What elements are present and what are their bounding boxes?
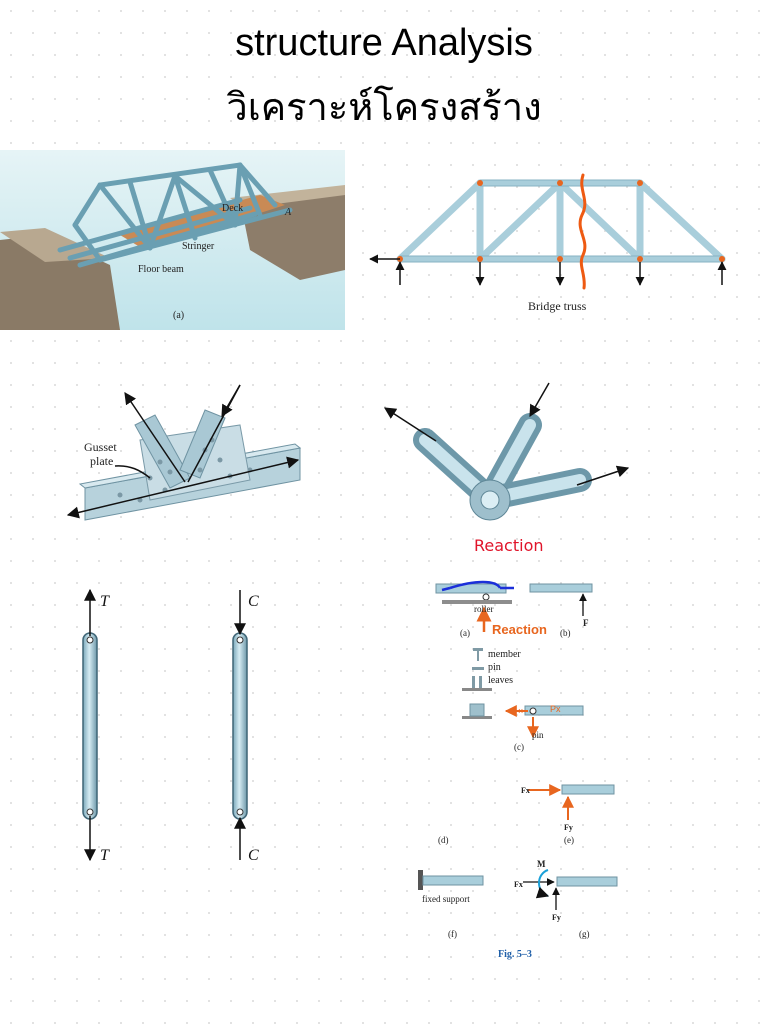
page-subtitle-thai: วิเคราะห์โครงสร้าง — [226, 85, 542, 129]
fixed-support-label: fixed support — [422, 894, 470, 904]
caption-e-support: (e) — [564, 835, 574, 845]
caption-d-support: (d) — [438, 835, 449, 845]
figure-number: Fig. 5–3 — [498, 949, 532, 960]
page-title: structure Analysis — [235, 22, 533, 64]
legend-leaves: leaves — [488, 675, 513, 686]
tension-label-bottom: T — [100, 847, 110, 864]
pin-joint-illustration — [383, 382, 630, 521]
pin-label: pin — [532, 730, 544, 740]
force-f-label: F — [583, 618, 589, 628]
compression-label-bottom: C — [248, 847, 259, 864]
caption-a-bridge: (a) — [173, 310, 184, 321]
roller-label: roller — [474, 604, 494, 614]
bridge-truss-diagram — [369, 173, 727, 290]
gusset-plate-illustration — [66, 384, 302, 521]
deck-label: Deck — [222, 203, 243, 214]
tension-member — [82, 588, 98, 862]
reaction-note-top: Reaction — [474, 536, 544, 555]
gusset-label-line2: plate — [90, 454, 113, 468]
compression-label-top: C — [248, 593, 259, 610]
svg-text:×: × — [518, 706, 523, 716]
fx-label-e: Fx — [521, 786, 530, 795]
legend-member: member — [488, 649, 521, 660]
caption-a-support: (a) — [460, 628, 470, 638]
caption-c-support: (c) — [514, 742, 524, 752]
support-types-figure: × Px — [418, 580, 618, 910]
svg-text:Px: Px — [550, 704, 561, 714]
tension-label-top: T — [100, 593, 110, 610]
fx-label-g: Fx — [514, 880, 523, 889]
legend-pin: pin — [488, 662, 501, 673]
compression-member — [232, 590, 248, 860]
bridge-truss-caption: Bridge truss — [528, 299, 587, 313]
reaction-note-support: Reaction — [492, 622, 547, 637]
floor-beam-label: Floor beam — [138, 264, 184, 275]
moment-label: M — [537, 859, 546, 869]
bridge-illustration — [0, 150, 345, 330]
gusset-label-line1: Gusset — [84, 440, 117, 454]
fy-label-g: Fy — [552, 913, 561, 922]
caption-g-support: (g) — [579, 929, 590, 939]
fy-label-e: Fy — [564, 823, 573, 832]
caption-b-support: (b) — [560, 628, 571, 638]
point-a-label: A — [284, 207, 292, 218]
caption-f-support: (f) — [448, 929, 457, 939]
stringer-label: Stringer — [182, 241, 215, 252]
